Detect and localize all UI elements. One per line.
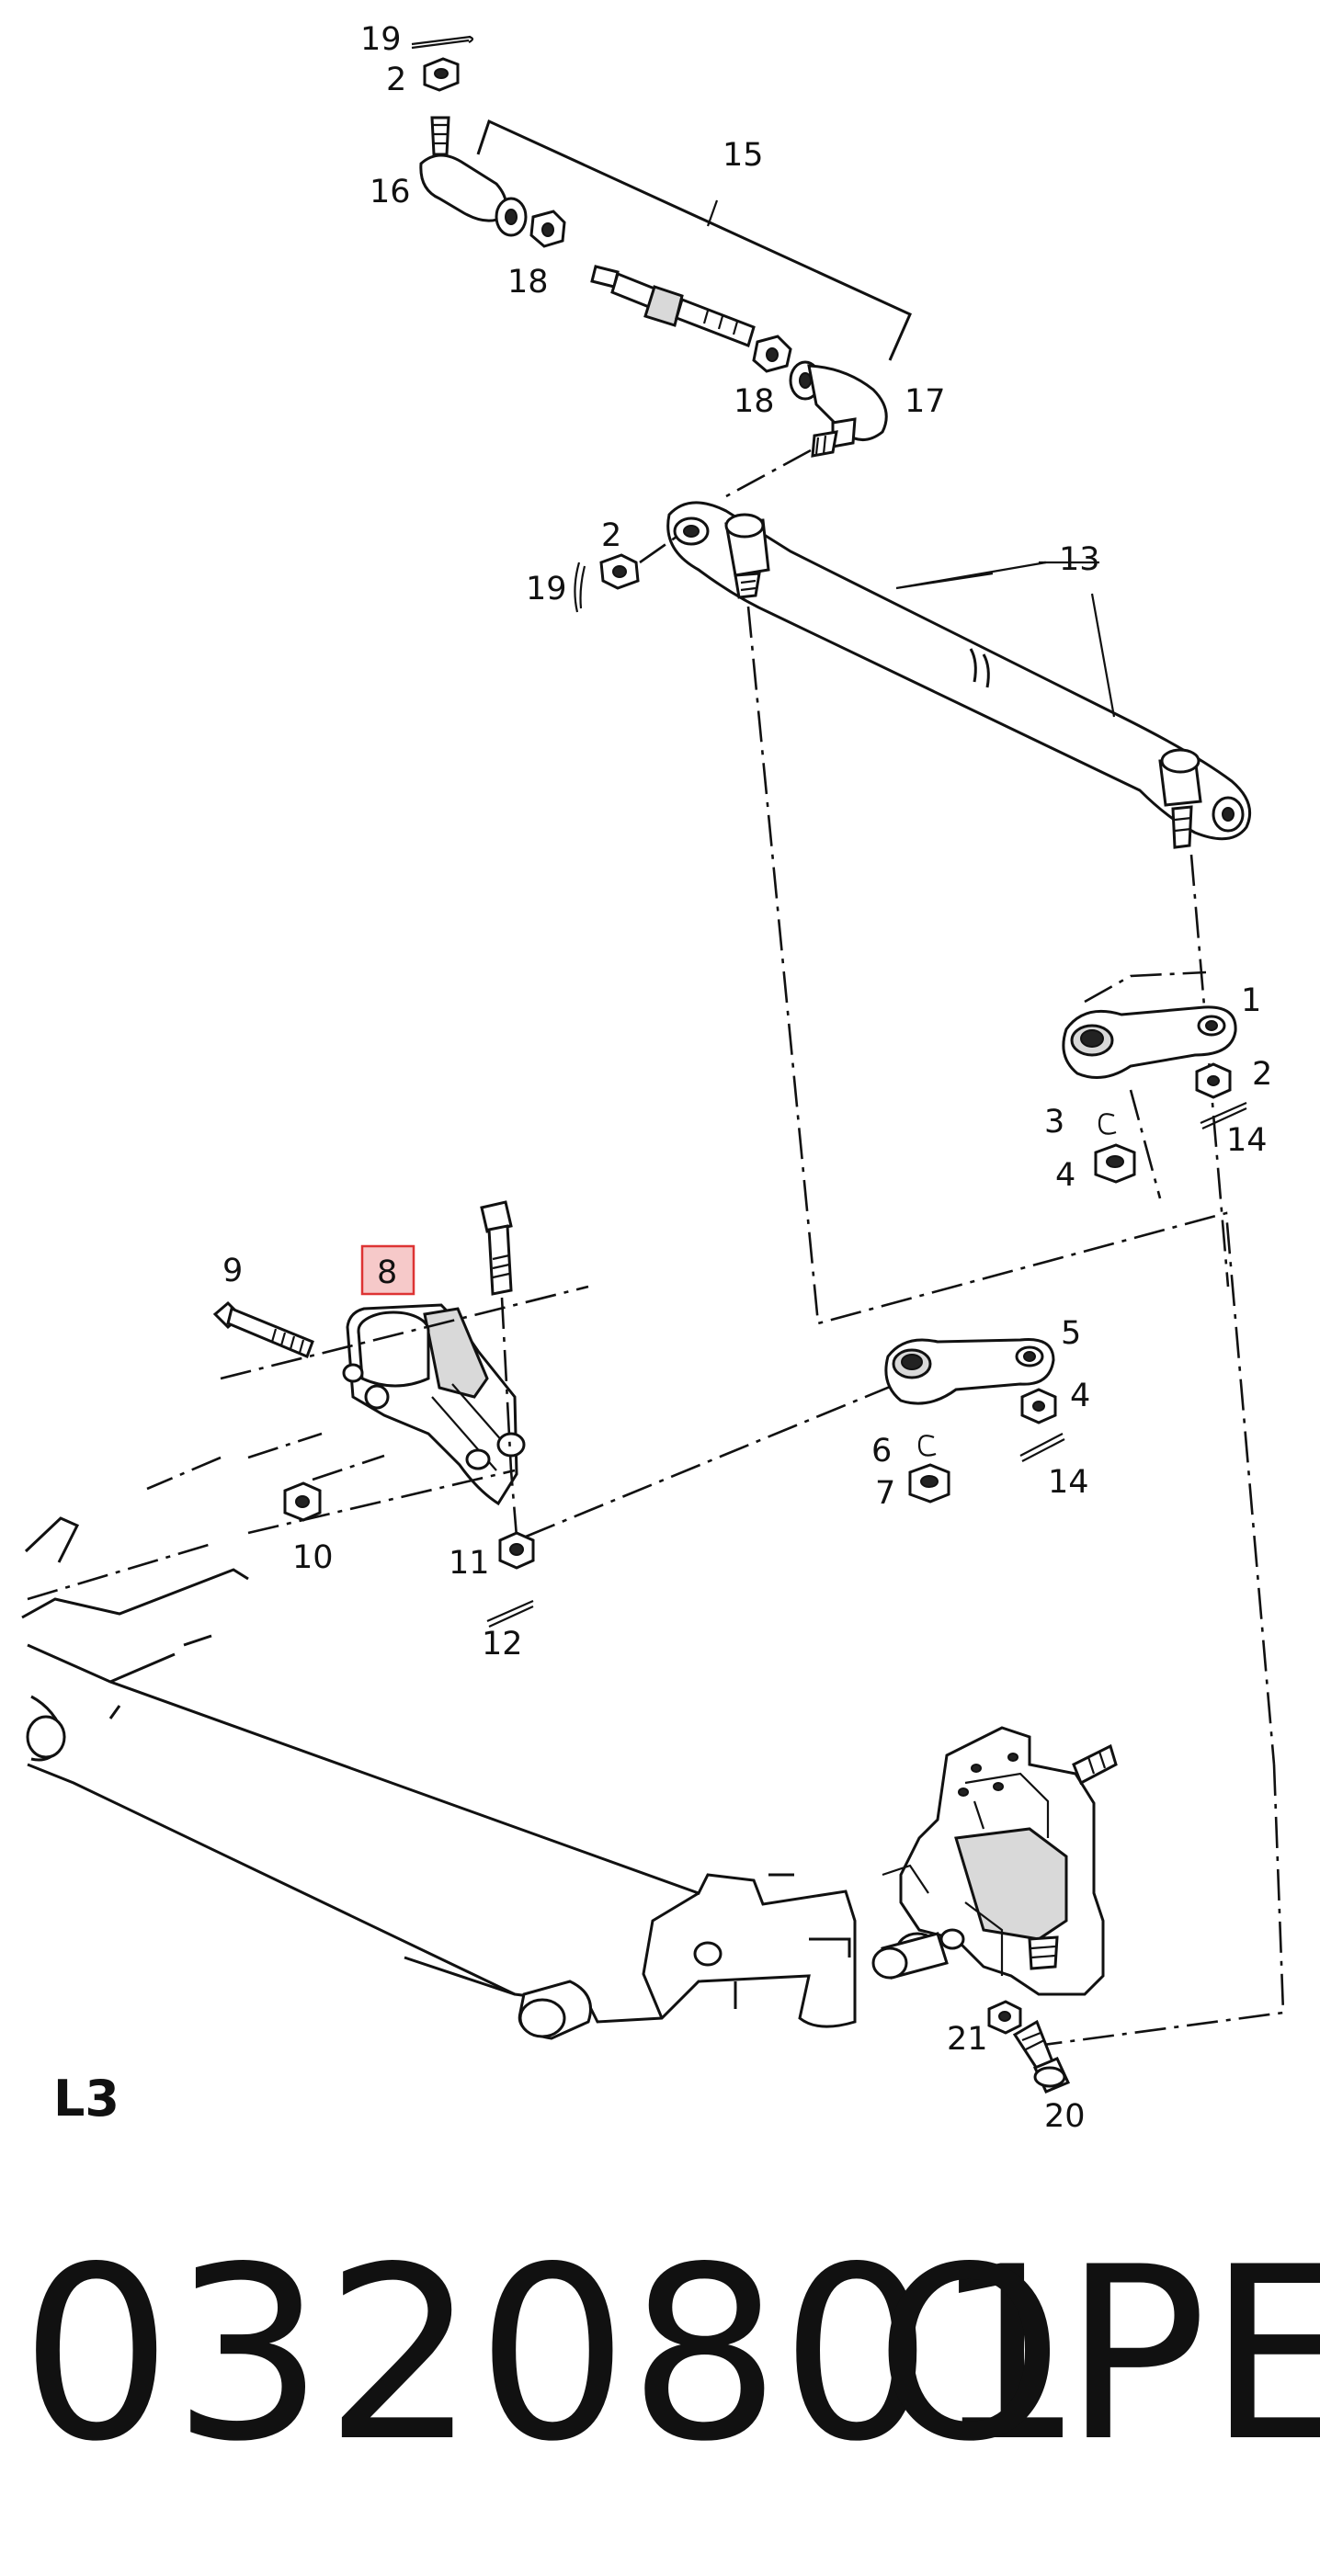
callout-5: 5 <box>1061 1315 1081 1352</box>
callout-8: 8 <box>377 1254 397 1291</box>
cotter-pin-icon <box>1200 1101 1247 1129</box>
idler-bracket <box>342 1303 526 1506</box>
tie-rod-end-inner <box>789 360 888 458</box>
assembly-line <box>1036 1764 1285 2048</box>
assembly-line <box>525 1377 911 1538</box>
lock-nut-icon <box>752 335 792 373</box>
bushing-nut-icon <box>1094 1143 1136 1184</box>
callout-1: 1 <box>1241 982 1261 1019</box>
callout-4: 4 <box>1070 1378 1090 1414</box>
callout-4: 4 <box>1055 1157 1075 1194</box>
callout-11: 11 <box>449 1545 490 1582</box>
assembly-line <box>312 1454 385 1481</box>
callout-13: 13 <box>1059 541 1100 578</box>
snap-ring-icon <box>917 1435 937 1457</box>
section-code: L3 <box>53 2070 119 2128</box>
bushing-nut-icon <box>908 1463 950 1504</box>
callout-14: 14 <box>1048 1464 1089 1501</box>
callout-8-highlight <box>360 1244 415 1296</box>
cotter-pin-icon <box>1019 1433 1065 1462</box>
centre-link <box>666 501 1251 849</box>
assembly-line <box>1084 970 1207 1004</box>
tie-rod-assembly <box>411 35 912 458</box>
callout-12: 12 <box>482 1626 523 1662</box>
idler-arm <box>1062 1005 1237 1079</box>
callout-3: 3 <box>1044 1104 1064 1140</box>
tie-rod-end-outer <box>419 116 528 237</box>
assembly-line <box>247 1432 323 1459</box>
callout-21: 21 <box>947 2021 988 2058</box>
callout-16: 16 <box>370 174 411 210</box>
callout-7: 7 <box>875 1475 895 1512</box>
steering-gear-box <box>871 1726 1118 1996</box>
callout-6: 6 <box>871 1433 892 1470</box>
assembly-line <box>725 448 812 498</box>
assembly-bracket <box>476 119 912 361</box>
bolt-icon <box>480 1200 513 1296</box>
callout-2: 2 <box>1252 1056 1272 1093</box>
cotter-pin-icon <box>574 562 586 613</box>
callout-10: 10 <box>292 1539 334 1576</box>
assembly-line <box>220 1285 589 1380</box>
assembly-line <box>247 1469 516 1535</box>
cotter-pin-icon <box>486 1599 534 1628</box>
callout-18: 18 <box>734 383 775 420</box>
callout-19: 19 <box>526 571 567 607</box>
callout-2: 2 <box>386 62 406 98</box>
callout-9: 9 <box>222 1253 243 1289</box>
cotter-pin-icon <box>411 35 474 50</box>
nut-icon <box>1195 1062 1232 1099</box>
callout-17: 17 <box>905 383 946 420</box>
bolt-icon <box>212 1300 314 1358</box>
callouts: 19 2 16 15 18 18 17 2 19 13 1 2 3 4 14 9… <box>222 21 1272 2135</box>
nut-icon <box>599 553 640 590</box>
pitman-arm <box>884 1337 1055 1405</box>
callout-14: 14 <box>1226 1122 1268 1159</box>
nut-icon <box>1020 1388 1057 1424</box>
brand-name: OPEL <box>875 2217 1320 2494</box>
callout-15: 15 <box>723 137 764 174</box>
lock-nut-icon <box>529 210 566 248</box>
nut-icon <box>283 1481 322 1522</box>
snap-ring-icon <box>1098 1113 1117 1135</box>
washer-icon <box>987 2000 1022 2035</box>
assembly-line <box>27 1542 212 1601</box>
part-number: 0320801 <box>20 2217 1085 2494</box>
callout-2: 2 <box>601 517 621 554</box>
assembly-line <box>146 1456 222 1491</box>
callout-19: 19 <box>360 21 402 58</box>
adjuster-sleeve <box>590 265 756 347</box>
nut-icon <box>423 57 460 92</box>
axle-beam <box>21 1516 857 2040</box>
assembly-line <box>746 606 1276 1765</box>
callout-20: 20 <box>1044 2098 1086 2135</box>
bolt-icon <box>1012 2019 1071 2094</box>
nut-icon <box>498 1531 535 1570</box>
callout-18: 18 <box>507 264 549 301</box>
